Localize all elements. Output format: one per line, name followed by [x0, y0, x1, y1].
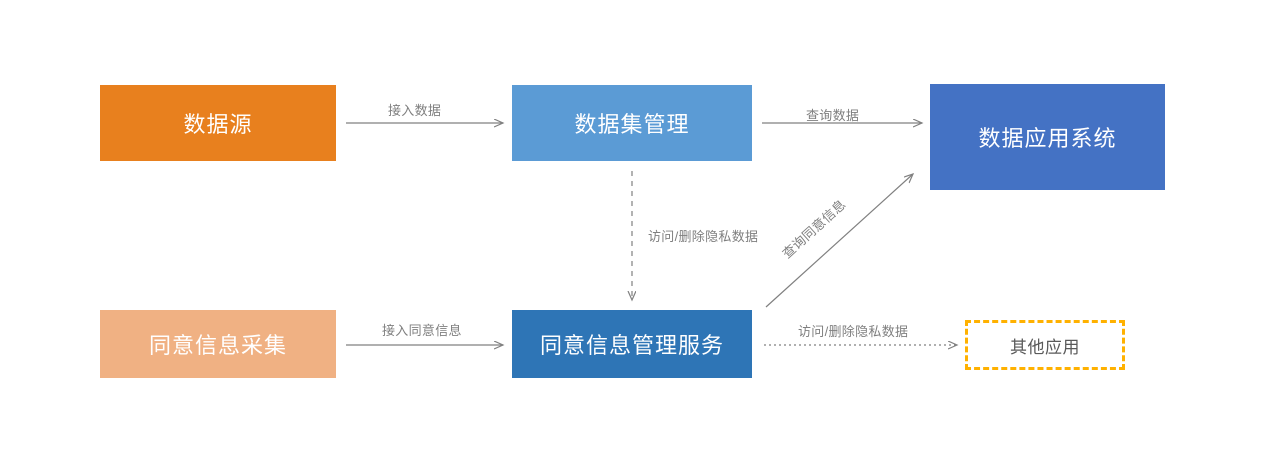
edge-label-access-data: 接入数据 [388, 103, 442, 118]
node-datasource[interactable]: 数据源 [100, 85, 336, 161]
node-consent-collection[interactable]: 同意信息采集 [100, 310, 336, 378]
node-consent-management-service[interactable]: 同意信息管理服务 [512, 310, 752, 378]
node-consent-collection-label: 同意信息采集 [148, 333, 287, 358]
edge-label-query-consent-info: 查询同意信息 [779, 196, 849, 262]
edge-label-query-data: 查询数据 [806, 108, 860, 123]
node-dataset-management[interactable]: 数据集管理 [512, 85, 752, 161]
node-other-applications[interactable]: 其他应用 [965, 320, 1125, 370]
node-other-applications-label: 其他应用 [1010, 337, 1080, 357]
node-dataset-management-label: 数据集管理 [574, 112, 690, 137]
node-data-application-system[interactable]: 数据应用系统 [930, 84, 1165, 190]
edge-label-access-delete-privacy-horizontal: 访问/删除隐私数据 [798, 324, 909, 339]
node-consent-management-service-label: 同意信息管理服务 [539, 333, 724, 358]
edge-label-access-consent-info: 接入同意信息 [382, 323, 462, 338]
edge-label-access-delete-privacy-vertical: 访问/删除隐私数据 [648, 229, 759, 244]
node-data-application-system-label: 数据应用系统 [978, 126, 1117, 151]
node-datasource-label: 数据源 [183, 112, 253, 137]
